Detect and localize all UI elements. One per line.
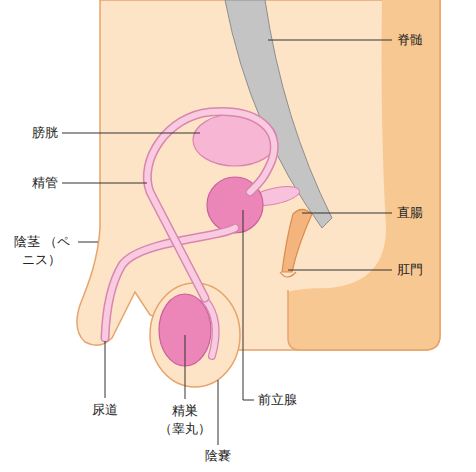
leader-line bbox=[288, 270, 392, 271]
epididymis bbox=[205, 300, 216, 356]
leader-line bbox=[78, 242, 98, 243]
leader-line bbox=[268, 40, 392, 41]
leader-line bbox=[218, 380, 219, 445]
part-label: 膀胱 bbox=[32, 124, 58, 142]
rectum bbox=[282, 210, 312, 273]
body-silhouette bbox=[77, 0, 440, 350]
leader-line bbox=[62, 133, 200, 134]
leader-line bbox=[302, 213, 392, 214]
part-label: 肛門 bbox=[397, 261, 423, 279]
part-label: 陰茎 （ペニス） bbox=[8, 233, 77, 268]
part-label: 尿道 bbox=[92, 401, 118, 419]
leader-lines bbox=[62, 40, 392, 445]
part-label: 直腸 bbox=[397, 204, 423, 222]
anus-notch bbox=[280, 272, 296, 277]
part-label: 前立腺 bbox=[258, 391, 297, 409]
part-label: 精巣 （睾丸） bbox=[157, 402, 213, 437]
leader-line bbox=[105, 341, 106, 398]
leader-line bbox=[62, 183, 147, 184]
part-label: 陰嚢 bbox=[205, 447, 231, 465]
part-label: 精管 bbox=[32, 174, 58, 192]
vas-deferens bbox=[147, 112, 274, 298]
vas-deferens-outline bbox=[147, 112, 274, 298]
urethra-outline bbox=[105, 228, 235, 338]
part-label: 脊髄 bbox=[397, 31, 423, 49]
leader-line bbox=[185, 335, 186, 399]
epididymis-fill bbox=[205, 300, 216, 356]
leader-line bbox=[243, 210, 254, 400]
scrotum bbox=[150, 283, 240, 387]
urethra bbox=[105, 228, 235, 338]
